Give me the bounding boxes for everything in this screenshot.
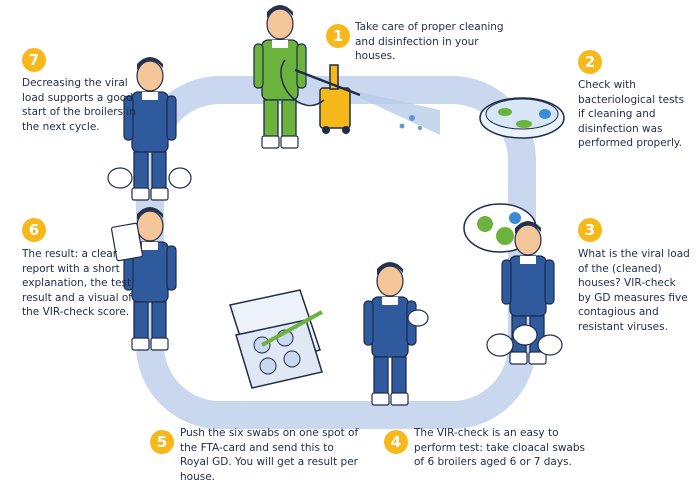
pressure-washer-icon (280, 59, 440, 135)
worker-chicks (123, 57, 177, 201)
worker-pressure-washer (253, 5, 307, 149)
step-text-6: The result: a clear report with a short … (22, 248, 132, 318)
held-chick (407, 309, 429, 327)
step-badge-7: 7 (22, 48, 46, 72)
report-sheet-icon (110, 222, 144, 262)
fta-card-icon (229, 289, 323, 389)
chicks-step7 (107, 167, 192, 189)
step-text-3: What is the viral load of the (cleaned) … (578, 248, 690, 333)
worker-holding-chick (363, 262, 417, 406)
step-text-1: Take care of proper cleaning and disinfe… (355, 21, 504, 62)
step-text-4: The VIR-check is an easy to perform test… (414, 427, 585, 468)
chicks-step3 (486, 324, 563, 357)
petri-dish-icon (479, 97, 565, 139)
step-badge-5: 5 (150, 430, 174, 454)
step-badge-3: 3 (578, 218, 602, 242)
step-badge-2: 2 (578, 50, 602, 74)
step-badge-6: 6 (22, 218, 46, 242)
step-badge-4: 4 (384, 430, 408, 454)
cycle-loop (136, 76, 536, 429)
step-text-7: Decreasing the viral load supports a goo… (22, 77, 136, 133)
step-badge-1: 1 (326, 24, 350, 48)
step-text-5: Push the six swabs on one spot of the FT… (180, 427, 359, 483)
step-text-2: Check with bacteriological tests if clea… (578, 79, 685, 149)
